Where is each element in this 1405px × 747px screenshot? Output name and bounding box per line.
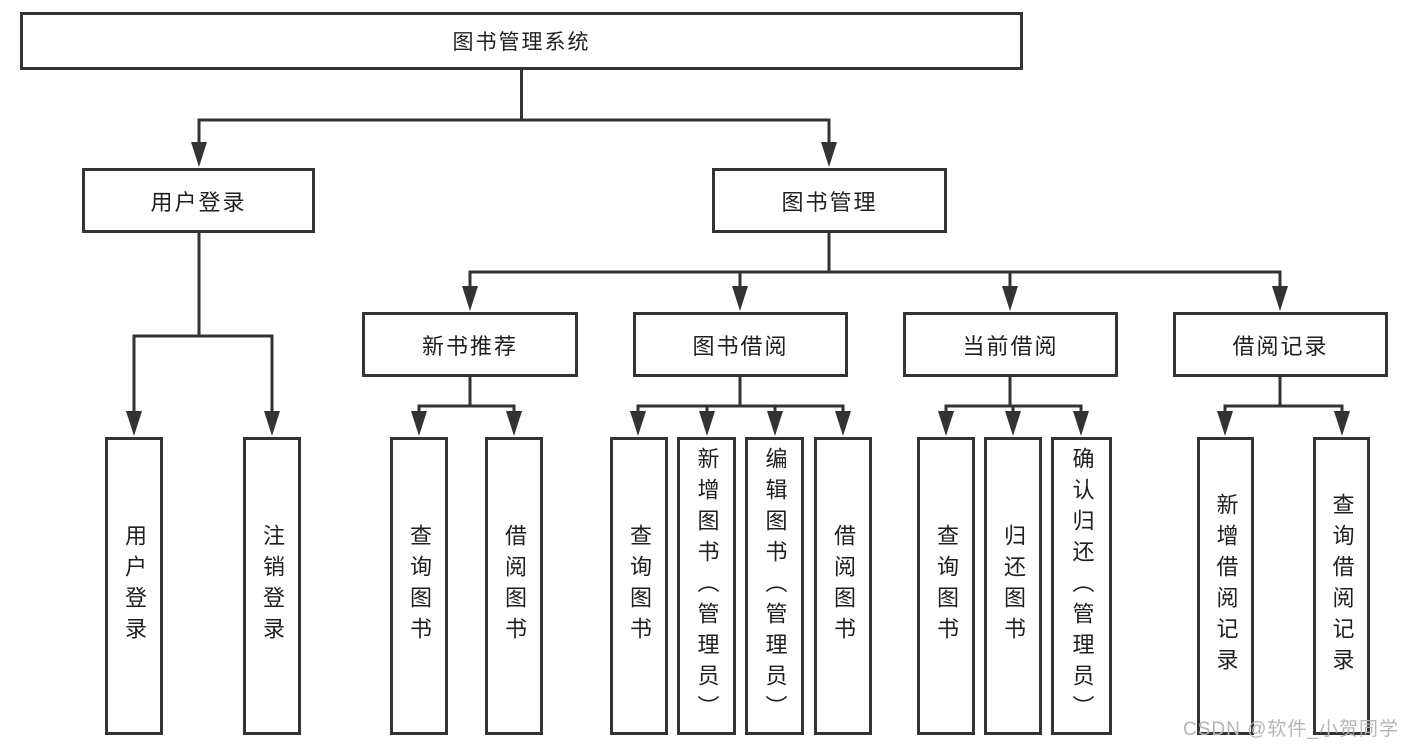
leaf-add-borrow-record-label: 新增借阅记录 — [1213, 493, 1239, 679]
leaf-user-login-label: 用户登录 — [122, 524, 147, 648]
node-book-borrow: 图书借阅 — [633, 312, 848, 377]
node-borrow-records: 借阅记录 — [1173, 312, 1388, 377]
connector-borrow-records — [1223, 377, 1344, 415]
leaf-add-book-admin: 新增图书（管理员） — [677, 437, 736, 735]
leaf-query-books-current-label: 查询图书 — [934, 524, 959, 648]
leaf-return-book: 归还图书 — [984, 437, 1042, 735]
node-book-borrow-label: 图书借阅 — [692, 333, 789, 359]
node-book-management: 图书管理 — [712, 168, 947, 233]
leaf-query-borrow-record: 查询借阅记录 — [1313, 437, 1370, 735]
leaf-confirm-return-admin-label: 确认归还（管理员） — [1069, 446, 1095, 726]
connector-book-borrow — [636, 377, 845, 415]
leaf-query-books-borrow: 查询图书 — [610, 437, 668, 735]
leaf-query-books-recommend-label: 查询图书 — [407, 524, 432, 648]
node-root: 图书管理系统 — [20, 12, 1023, 70]
leaf-edit-book-admin: 编辑图书（管理员） — [745, 437, 804, 735]
leaf-add-borrow-record: 新增借阅记录 — [1197, 437, 1254, 735]
leaf-user-login: 用户登录 — [105, 437, 163, 735]
node-root-label: 图书管理系统 — [452, 31, 591, 54]
leaf-query-books-recommend: 查询图书 — [390, 437, 448, 735]
node-current-borrow: 当前借阅 — [903, 312, 1118, 377]
connector-root — [197, 70, 831, 145]
csdn-watermark: CSDN @软件_小贺同学 — [1183, 719, 1399, 740]
connector-new-book-recommend — [417, 377, 516, 415]
connector-current-borrow — [944, 377, 1083, 415]
connector-book-management — [468, 233, 1282, 289]
leaf-borrow-books-recommend-label: 借阅图书 — [502, 524, 527, 648]
leaf-borrow-books-label: 借阅图书 — [831, 524, 856, 648]
node-new-book-recommend: 新书推荐 — [362, 312, 578, 377]
leaf-confirm-return-admin: 确认归还（管理员） — [1051, 437, 1112, 735]
connector-user-login — [132, 233, 274, 414]
arrowheads — [126, 142, 1350, 436]
leaf-return-book-label: 归还图书 — [1001, 524, 1026, 648]
leaf-borrow-books: 借阅图书 — [814, 437, 872, 735]
node-new-book-recommend-label: 新书推荐 — [421, 333, 518, 359]
leaf-logout: 注销登录 — [243, 437, 301, 735]
leaf-borrow-books-recommend: 借阅图书 — [485, 437, 543, 735]
leaf-logout-label: 注销登录 — [260, 524, 285, 648]
leaf-add-book-admin-label: 新增图书（管理员） — [694, 446, 720, 726]
leaf-query-books-current: 查询图书 — [917, 437, 975, 735]
node-book-management-label: 图书管理 — [781, 189, 878, 215]
node-user-login: 用户登录 — [82, 168, 315, 233]
node-borrow-records-label: 借阅记录 — [1232, 333, 1329, 359]
node-user-login-label: 用户登录 — [150, 189, 247, 215]
leaf-edit-book-admin-label: 编辑图书（管理员） — [762, 446, 788, 726]
leaf-query-borrow-record-label: 查询借阅记录 — [1329, 493, 1355, 679]
leaf-query-books-borrow-label: 查询图书 — [627, 524, 652, 648]
node-current-borrow-label: 当前借阅 — [962, 333, 1059, 359]
